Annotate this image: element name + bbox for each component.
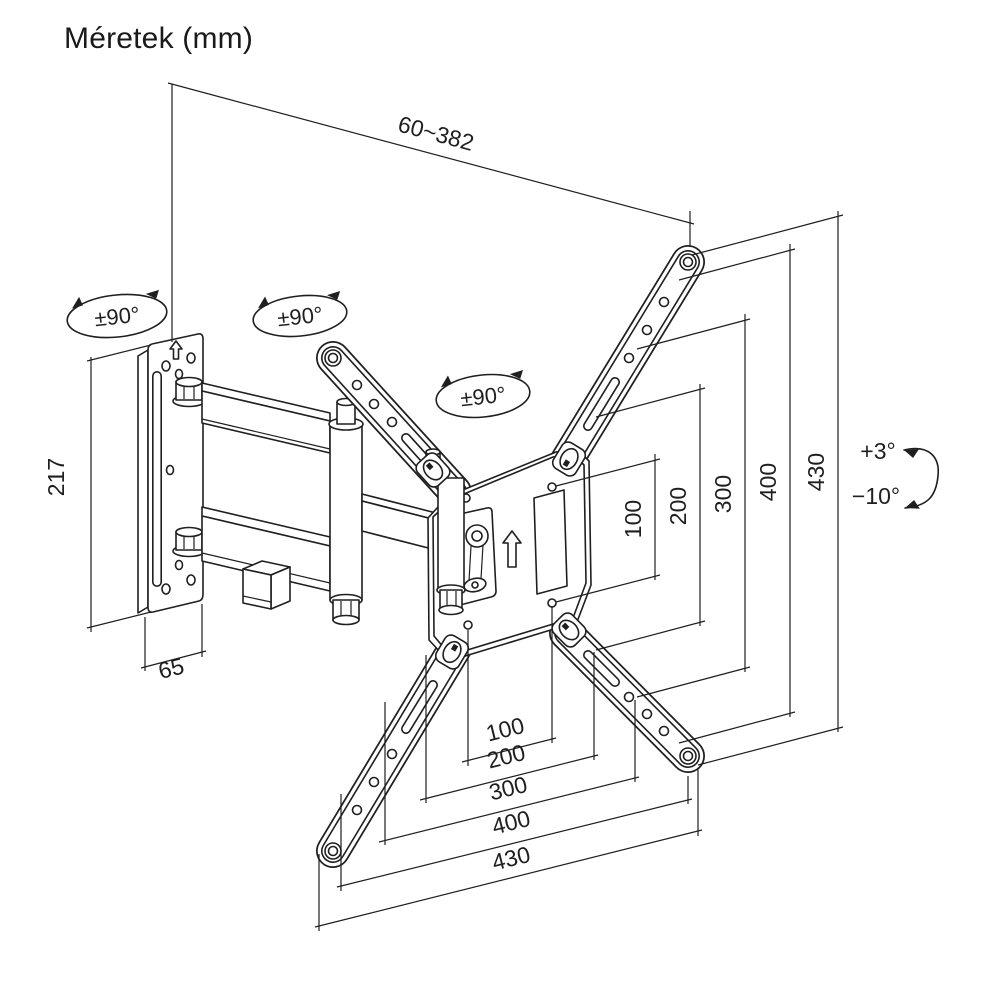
vesa-plate	[427, 448, 592, 658]
orientation-arrow-icon	[169, 340, 183, 360]
articulating-arm	[201, 382, 441, 626]
rotation-arrow-icon	[71, 289, 159, 309]
wall-hinge-bolt-top	[172, 376, 206, 408]
dimension-plate-width: 65	[140, 604, 207, 684]
dim-label-v430: 430	[803, 453, 829, 491]
dim-label-v100: 100	[620, 500, 646, 538]
rotation-indicator-arm: ±90°	[252, 291, 348, 338]
vesa-arm-lower-left	[316, 631, 472, 868]
corner-bolt-lower-left	[434, 634, 470, 670]
dim-label-h300: 300	[486, 771, 530, 806]
tilt-indicator: +3° −10°	[852, 438, 939, 509]
dimension-vesa-vertical-400: 400	[678, 244, 796, 744]
wall-mount-bracket	[137, 245, 705, 868]
vesa-arm-lower-right	[549, 616, 705, 773]
page-title: Méretek (mm)	[64, 22, 254, 55]
hinge-post-2	[425, 448, 466, 616]
dim-label-extension-depth: 60~382	[395, 111, 476, 156]
wall-hinge-bolt-bottom	[172, 526, 206, 558]
dimension-vesa-horizontal-430: 430	[314, 768, 703, 931]
dim-label-plate-height: 217	[43, 458, 69, 496]
tilt-label-down: −10°	[852, 483, 900, 509]
dimension-vesa-vertical-300: 300	[636, 314, 751, 698]
rotation-label-arm: ±90°	[276, 302, 324, 332]
dim-label-plate-width: 65	[156, 653, 187, 684]
corner-bolt-upper-right	[551, 441, 587, 477]
rotation-label-vesa: ±90°	[459, 382, 507, 412]
up-arrow-icon	[502, 530, 522, 568]
cable-clip	[242, 560, 291, 610]
rotation-label-wall: ±90°	[93, 302, 141, 332]
hinge-post-1	[328, 397, 364, 626]
dimension-extension-depth: 60~382	[167, 82, 695, 342]
dimension-plate-height: 217	[43, 344, 152, 632]
tilt-label-up: +3°	[860, 438, 895, 464]
dimension-vesa-vertical-200: 200	[595, 384, 706, 651]
corner-bolt-lower-right	[551, 612, 587, 648]
dimension-vesa-vertical-100: 100	[555, 454, 661, 603]
dim-label-v300: 300	[710, 475, 736, 513]
rect-cutout	[533, 489, 568, 595]
dim-label-h400: 400	[489, 805, 533, 840]
rotation-arrow-icon	[440, 370, 524, 388]
dim-label-v200: 200	[665, 487, 691, 525]
rotation-arrow-icon	[257, 291, 341, 309]
vesa-arm-upper-right	[549, 245, 705, 479]
handle-cutout	[454, 507, 497, 605]
wall-plate	[137, 333, 206, 614]
rotation-indicator-wall: ±90°	[66, 289, 168, 339]
tilt-arc-icon	[903, 447, 939, 509]
corner-bolt-upper-left	[415, 452, 451, 488]
rotation-indicator-vesa: ±90°	[435, 370, 531, 419]
dimension-vesa-vertical-430: 430	[691, 211, 844, 766]
dim-label-v400: 400	[755, 463, 781, 501]
dim-label-h430: 430	[489, 841, 533, 876]
